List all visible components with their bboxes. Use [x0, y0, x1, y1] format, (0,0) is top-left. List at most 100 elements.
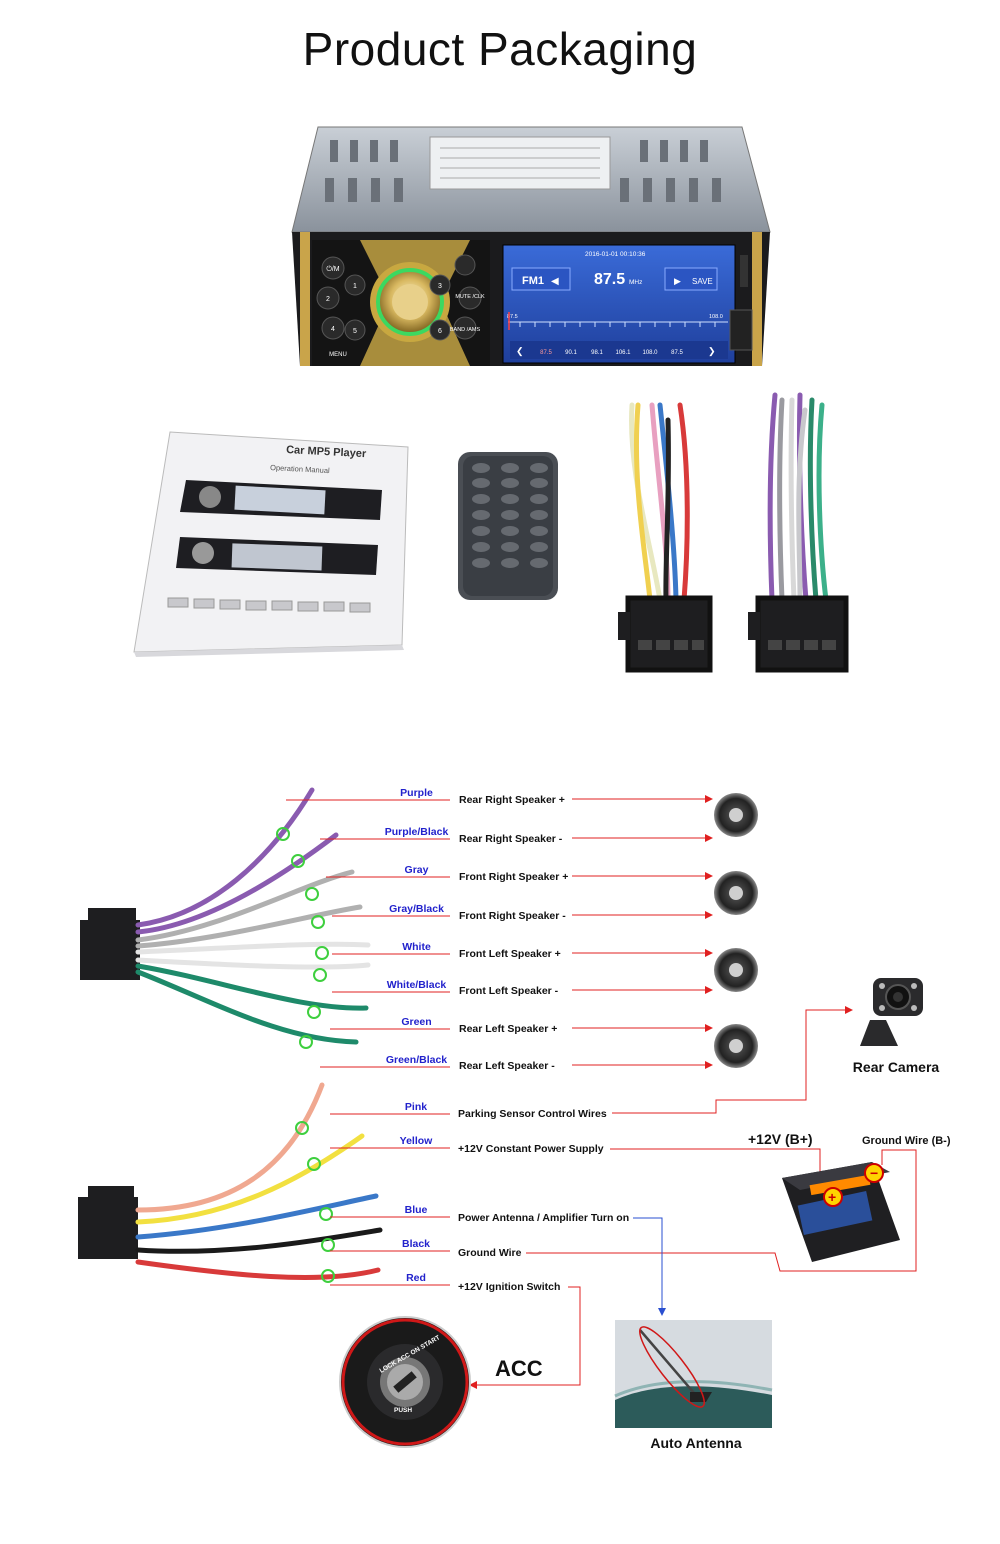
speaker-icon-front-left [714, 948, 758, 992]
speaker-icons [714, 793, 758, 1068]
wire-function-label: +12V Ignition Switch [458, 1281, 560, 1293]
button-4[interactable]: 4 [331, 326, 335, 333]
preset-2[interactable]: 90.1 [565, 350, 577, 356]
rear-camera-icon [860, 978, 923, 1046]
svg-text:+: + [828, 1189, 836, 1205]
svg-text:−: − [870, 1165, 878, 1181]
wire-function-label: Front Left Speaker + [459, 948, 561, 960]
wire-function-label: Power Antenna / Amplifier Turn on [458, 1212, 629, 1224]
auto-antenna-label: Auto Antenna [650, 1435, 741, 1451]
speaker-icon-rear-right [714, 793, 758, 837]
lcd-save[interactable]: SAVE [692, 277, 713, 286]
wire-color-label: Yellow [400, 1135, 434, 1147]
wire-color-label: Purple/Black [385, 826, 449, 838]
preset-4[interactable]: 106.1 [615, 350, 631, 356]
page-title: Product Packaging [302, 23, 698, 75]
wire-function-label: +12V Constant Power Supply [458, 1143, 604, 1155]
wire-function-label: Ground Wire [458, 1247, 522, 1259]
wire-color-label: Gray/Black [389, 903, 444, 915]
power-wire-row: Yellow +12V Constant Power Supply [330, 1135, 604, 1155]
svg-text:◀: ◀ [551, 276, 559, 287]
speaker-harness [80, 787, 371, 1049]
button-power-mode[interactable]: ⏻/M [326, 265, 339, 273]
lcd-frequency: 87.5 [594, 271, 625, 288]
button-1[interactable]: 1 [353, 283, 357, 290]
button-3[interactable]: 3 [438, 283, 442, 290]
manual-subtitle: Operation Manual [270, 463, 330, 475]
speaker-icon-rear-left [714, 1024, 758, 1068]
ignition-push-label: PUSH [394, 1407, 412, 1414]
wire-color-label: Black [402, 1238, 430, 1250]
arrow-to-auto-antenna [633, 1217, 666, 1316]
wire-color-label: Purple [400, 787, 433, 799]
remote-control [458, 452, 558, 600]
arrow-to-acc [469, 1286, 581, 1389]
button-band-ams[interactable]: BAND /AMS [450, 327, 481, 333]
arrow-to-rear-camera [612, 1006, 853, 1114]
wire-color-label: Green [401, 1016, 431, 1028]
wire-color-label: Gray [405, 864, 429, 876]
wire-function-label: Parking Sensor Control Wires [458, 1108, 607, 1120]
button-5[interactable]: 5 [353, 328, 357, 335]
preset-3[interactable]: 98.1 [591, 350, 603, 356]
wire-function-label: Rear Left Speaker + [459, 1023, 557, 1035]
speaker-icon-front-right [714, 871, 758, 915]
lcd-scale-start: 87.5 [507, 314, 518, 320]
wire-function-label: Front Right Speaker - [459, 910, 566, 922]
ignition-switch-icon: LOCK ACC ON START PUSH [339, 1316, 471, 1448]
wire-function-label: Front Right Speaker + [459, 871, 568, 883]
lcd-datetime: 2016-01-01 00:10:36 [585, 251, 646, 258]
rear-camera-label: Rear Camera [853, 1059, 940, 1075]
acc-label: ACC [495, 1356, 543, 1381]
wire-color-label: Blue [405, 1204, 428, 1216]
lcd-band: FM1 [522, 275, 544, 287]
line-to-battery-negative [526, 1149, 917, 1272]
battery-positive-label: +12V (B+) [748, 1131, 813, 1147]
operation-manual: Car MP5 Player Operation Manual [133, 431, 409, 657]
harness-connector-speaker [748, 392, 849, 673]
head-unit: ⏻/M 1 3 2 4 5 6 MUTE /CLK BAND /AMS MENU… [291, 126, 771, 366]
svg-text:▶: ▶ [674, 276, 681, 286]
preset-1[interactable]: 87.5 [540, 350, 552, 356]
wire-color-label: Pink [405, 1101, 427, 1113]
button-mute-clk[interactable]: MUTE /CLK [455, 294, 485, 300]
preset-6[interactable]: 87.5 [671, 350, 683, 356]
manual-title: Car MP5 Player [286, 444, 367, 460]
preset-5[interactable]: 108.0 [642, 350, 658, 356]
power-harness [78, 1082, 383, 1283]
lcd-scale-end: 108.0 [709, 314, 723, 320]
wire-function-label: Front Left Speaker - [459, 985, 559, 997]
wire-color-label: White [402, 941, 431, 953]
wire-function-label: Rear Right Speaker - [459, 833, 563, 845]
wire-function-label: Rear Left Speaker - [459, 1060, 555, 1072]
wire-color-label: White/Black [387, 979, 447, 991]
battery-icon: + − [782, 1162, 900, 1262]
auto-antenna-photo [614, 1320, 773, 1428]
svg-text:❯: ❯ [708, 346, 716, 357]
battery-negative-label: Ground Wire (B-) [862, 1135, 951, 1147]
button-2[interactable]: 2 [326, 296, 330, 303]
wire-color-label: Red [406, 1272, 426, 1284]
harness-connector-power [618, 402, 713, 673]
lcd-unit: MHz [629, 279, 642, 286]
button-menu[interactable]: MENU [329, 352, 347, 358]
button-6[interactable]: 6 [438, 328, 442, 335]
wire-function-label: Rear Right Speaker + [459, 794, 565, 806]
power-wire-row: Red +12V Ignition Switch [330, 1272, 560, 1293]
svg-text:❮: ❮ [516, 346, 524, 357]
wire-color-label: Green/Black [386, 1054, 447, 1066]
